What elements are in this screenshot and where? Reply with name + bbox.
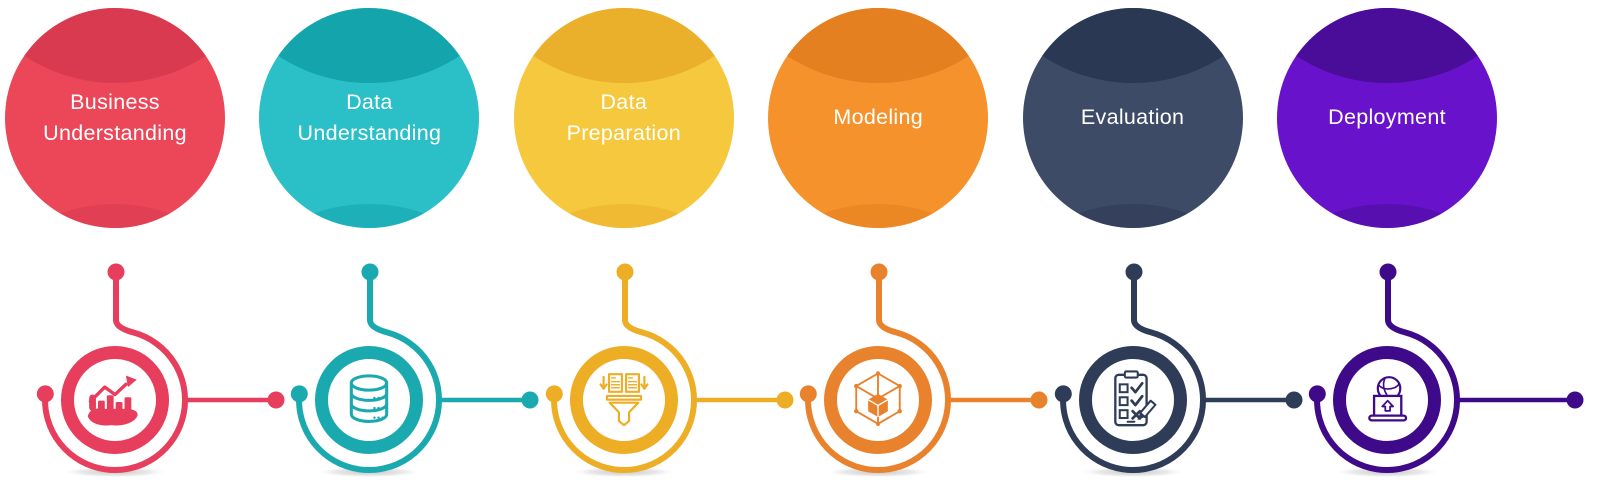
stage-bubble: Deployment	[1277, 8, 1497, 228]
stage-bubble: Data Understanding	[259, 8, 480, 228]
connector-right-dot	[267, 391, 285, 409]
connector-arc	[805, 269, 952, 474]
stage-connector-graphic	[545, 263, 794, 478]
stage-modeling: Modeling	[763, 0, 1048, 482]
connector-top-dot	[107, 263, 125, 281]
stage-bubble: Business Understanding	[5, 8, 225, 228]
stage-bubble: Evaluation	[1022, 8, 1243, 228]
icon-ring	[61, 346, 169, 454]
connector-right-dot	[1566, 391, 1584, 409]
stage-data-preparation: Data Preparation	[509, 0, 794, 482]
connector-arc	[296, 269, 443, 474]
connector-arc	[42, 269, 189, 474]
connector-left-dot	[1308, 385, 1326, 403]
connector-right-dot	[776, 391, 794, 409]
stage-deployment: Deployment	[1272, 0, 1584, 482]
connector-right-dot	[521, 391, 539, 409]
stage-connector-graphic	[799, 263, 1048, 478]
stage-bubble: Modeling	[768, 8, 989, 228]
connector-arc	[1059, 269, 1206, 474]
stage-label: Modeling	[833, 105, 924, 130]
stage-connector-graphic	[36, 263, 285, 478]
connector-left-dot	[291, 385, 309, 403]
connector-right-dot	[1285, 391, 1303, 409]
stage-evaluation: Evaluation	[1018, 0, 1303, 482]
connector-left-dot	[799, 385, 817, 403]
stage-label: Deployment	[1328, 105, 1446, 130]
stage-label: Evaluation	[1080, 105, 1185, 130]
icon-ring	[1078, 346, 1187, 454]
stage-bubble: Data Preparation	[513, 8, 734, 228]
stage-label: Data Understanding	[297, 89, 442, 145]
connector-left-dot	[545, 385, 563, 403]
connector-top-dot	[616, 263, 634, 281]
stage-data-understanding: Data Understanding	[254, 0, 539, 482]
connector-arc	[550, 269, 697, 474]
stage-label: Business Understanding	[43, 89, 187, 145]
stage-connector-graphic	[1308, 263, 1584, 478]
connector-top-dot	[1125, 263, 1143, 281]
connector-top-dot	[1379, 263, 1397, 281]
stage-business-understanding: Business Understanding	[0, 0, 285, 482]
connector-arc	[1314, 269, 1461, 474]
stage-connector-graphic	[1054, 263, 1303, 478]
connector-left-dot	[1054, 385, 1072, 403]
stage-label: Data Preparation	[566, 89, 682, 145]
connector-top-dot	[361, 263, 379, 281]
stage-connector-graphic	[291, 263, 539, 478]
connector-right-dot	[1030, 391, 1048, 409]
connector-top-dot	[870, 263, 888, 281]
connector-left-dot	[36, 385, 54, 403]
